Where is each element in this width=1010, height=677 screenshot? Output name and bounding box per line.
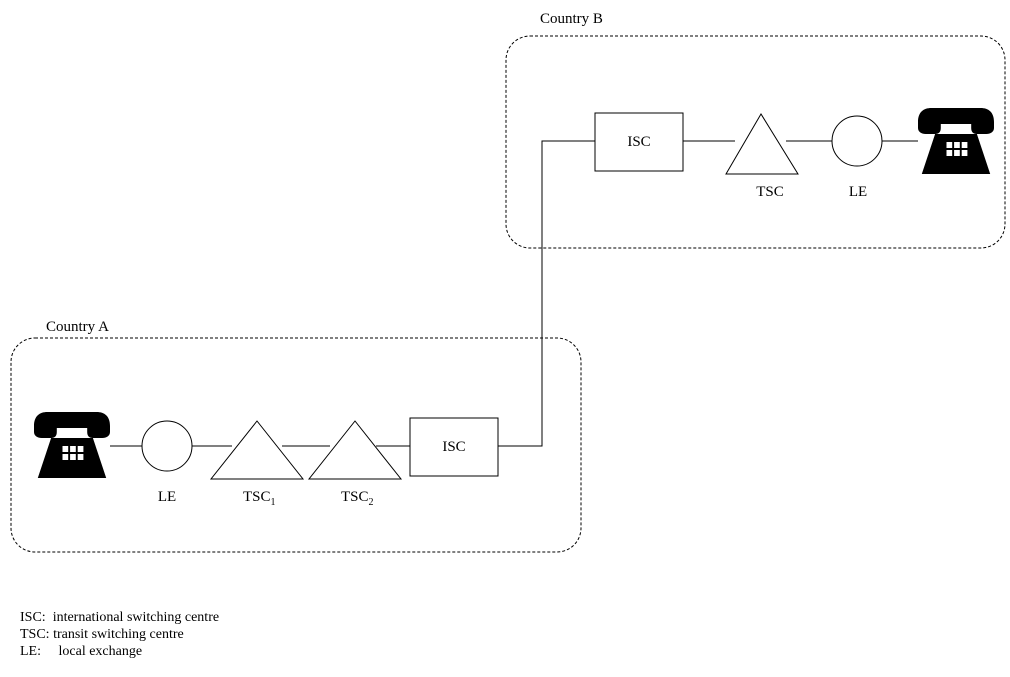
a-tsc2-label: TSC2 xyxy=(341,489,374,508)
legend-text: transit switching centre xyxy=(53,627,184,642)
country-a-boundary xyxy=(10,337,582,553)
legend-row: LE: local exchange xyxy=(20,643,219,660)
b-isc-label: ISC xyxy=(627,134,650,150)
legend-abbr: ISC: xyxy=(20,610,46,625)
legend-text: international switching centre xyxy=(52,610,220,625)
legend-abbr: LE: xyxy=(20,644,41,659)
legend-row: ISC: international switching centre xyxy=(20,609,219,626)
a-le-node xyxy=(141,420,193,472)
a-isc-node xyxy=(409,417,499,477)
a-tsc1-label: TSC1 xyxy=(243,489,276,508)
a-isc-label: ISC xyxy=(442,439,465,455)
network-diagram: Country B Country A LE TSC1 TSC2 ISC ISC… xyxy=(10,11,1006,553)
a-tsc1-node xyxy=(209,420,305,480)
b-le-label: LE xyxy=(849,184,867,200)
b-le-node xyxy=(831,115,883,167)
telephone-icon xyxy=(918,108,994,174)
a-le-label: LE xyxy=(158,489,176,505)
legend: ISC: international switching centre TSC:… xyxy=(20,609,219,660)
legend-text: local exchange xyxy=(58,644,143,659)
b-isc-node xyxy=(594,112,684,172)
legend-row: TSC: transit switching centre xyxy=(20,626,219,643)
legend-abbr: TSC: xyxy=(20,627,50,642)
b-tsc-label: TSC xyxy=(756,184,784,200)
country-b-label: Country B xyxy=(540,11,603,27)
a-tsc2-node xyxy=(307,420,403,480)
telephone-icon xyxy=(34,412,110,478)
country-b-boundary xyxy=(505,35,1006,249)
b-tsc-node xyxy=(725,113,799,175)
country-a-label: Country A xyxy=(46,319,109,335)
connection-lines xyxy=(110,140,918,447)
